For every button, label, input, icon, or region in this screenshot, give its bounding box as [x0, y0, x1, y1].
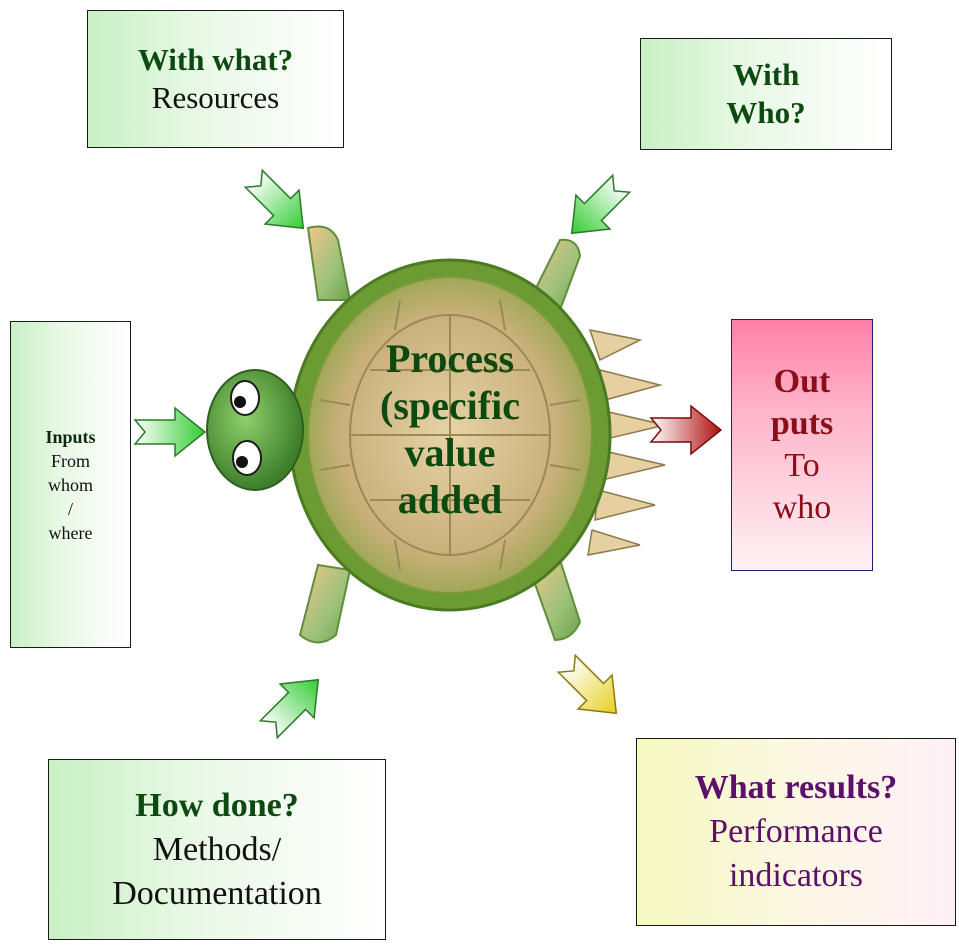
what-results-line-2: indicators	[728, 857, 864, 894]
how-done-title: How done?	[135, 786, 299, 824]
what-results-title: What results?	[694, 769, 898, 806]
outputs-line-3: To	[784, 447, 820, 484]
with-who-line-2: Who?	[726, 95, 806, 130]
what-results-box: What results? Performance indicators	[636, 738, 956, 926]
process-line-4: added	[397, 477, 503, 522]
inputs-line-4: where	[48, 522, 93, 543]
process-line-2: (specific	[380, 383, 520, 428]
inputs-line-2: whom	[48, 474, 93, 495]
how-done-box: How done? Methods/ Documentation	[48, 759, 386, 940]
with-what-title: With what?	[137, 42, 294, 77]
process-label: Process (specific value added	[340, 335, 560, 523]
with-what-body: Resources	[151, 80, 280, 115]
with-who-box: With Who?	[640, 38, 892, 150]
process-line-1: Process	[385, 336, 515, 381]
inputs-line-3: /	[67, 498, 73, 519]
process-line-3: value	[404, 430, 496, 475]
outputs-line-2: puts	[770, 405, 834, 442]
what-results-line-1: Performance	[709, 813, 883, 850]
outputs-line-1: Out	[773, 363, 831, 400]
inputs-box: Inputs From whom / where	[10, 321, 131, 648]
how-done-line-2: Documentation	[112, 874, 322, 912]
with-what-box: With what? Resources	[87, 10, 344, 148]
how-done-line-1: Methods/	[152, 830, 282, 868]
outputs-line-4: who	[772, 489, 832, 526]
with-who-line-1: With	[732, 57, 800, 92]
inputs-title: Inputs	[45, 426, 96, 447]
inputs-line-1: From	[50, 450, 90, 471]
outputs-box: Out puts To who	[731, 319, 873, 571]
